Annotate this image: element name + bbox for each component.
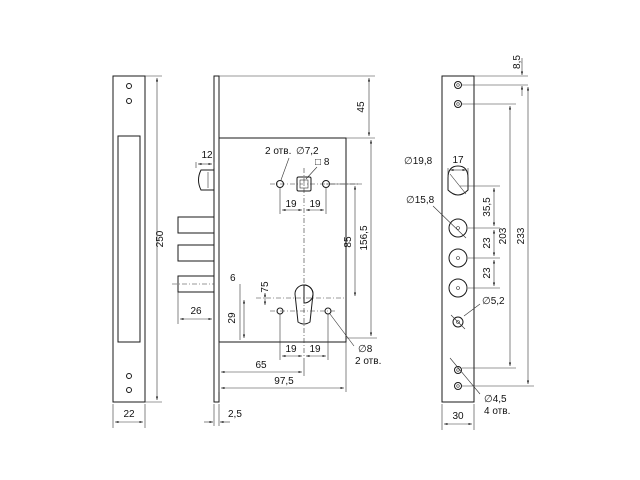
fp-small-dia: ∅5,2 <box>482 296 505 307</box>
strike-height-label: 250 <box>155 230 166 247</box>
dim-97-5: 97,5 <box>274 376 294 387</box>
dim-spacing-19a: 19 <box>285 199 297 210</box>
dim-26: 26 <box>190 306 202 317</box>
fp-screw-dia: ∅4,5 <box>484 394 507 405</box>
fp-width-17: 17 <box>452 155 464 166</box>
fp-mid-dia: ∅15,8 <box>406 195 435 206</box>
strike-width-label: 22 <box>123 409 135 420</box>
dim-85: 85 <box>343 236 354 248</box>
fp-dim-23a: 23 <box>482 237 493 249</box>
fp-top-offset: 8,5 <box>512 55 523 69</box>
dim-bolt-width: 12 <box>201 150 213 161</box>
fp-width-30: 30 <box>452 411 464 422</box>
faceplate-view: 8,5 ∅19,8 17 ∅15,8 35,5 23 23 203 <box>404 55 534 430</box>
dim-65: 65 <box>255 360 267 371</box>
dim-cyl-19a: 19 <box>285 344 297 355</box>
hole-dia-label: ∅7,2 <box>296 146 319 157</box>
dim-spacing-19b: 19 <box>309 199 321 210</box>
fp-dim-203: 203 <box>498 227 509 244</box>
fp-screw-count: 4 отв. <box>484 406 510 417</box>
cyl-hole-dia: ∅8 <box>358 344 373 355</box>
strike-plate: 250 22 <box>112 75 166 428</box>
lock-body: 45 12 2 отв. ∅7,2 □ 8 19 19 85 156,5 <box>172 75 381 426</box>
fp-dim-23b: 23 <box>482 267 493 279</box>
dim-156-5: 156,5 <box>359 225 370 250</box>
dim-75: 75 <box>260 281 271 293</box>
cyl-holes-count: 2 отв. <box>355 356 381 367</box>
dim-top-gap: 45 <box>356 101 367 113</box>
dim-2-5: 2,5 <box>228 409 242 420</box>
dim-cyl-19b: 19 <box>309 344 321 355</box>
dim-6: 6 <box>230 273 236 284</box>
dim-29: 29 <box>227 312 238 324</box>
fp-dim-233: 233 <box>516 227 527 244</box>
fp-big-dia: ∅19,8 <box>404 156 433 167</box>
fp-dim-35-5: 35,5 <box>482 197 493 217</box>
square-label: □ 8 <box>315 157 330 168</box>
holes-label: 2 отв. <box>265 146 291 157</box>
